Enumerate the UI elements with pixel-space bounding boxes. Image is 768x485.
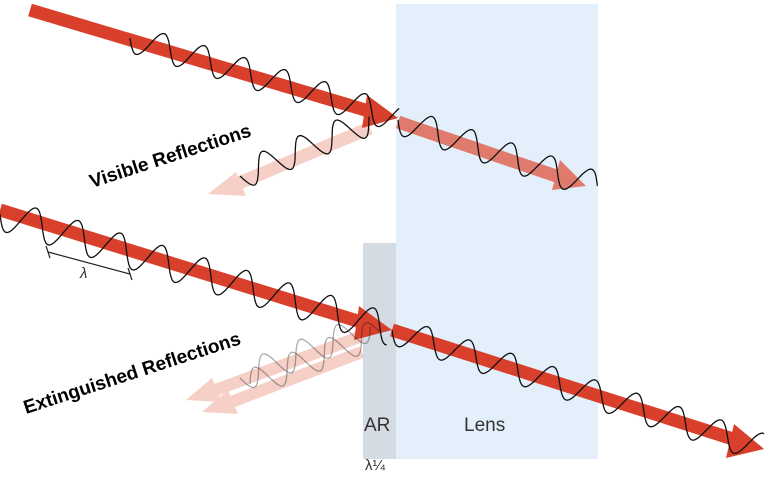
wave-group xyxy=(0,32,765,455)
wavelength-marker: λ xyxy=(45,245,133,282)
extinguished-incident-beam xyxy=(0,203,392,340)
ar-coating xyxy=(363,243,396,459)
visible-reflected-beam xyxy=(208,122,373,196)
visible-transmitted-wave xyxy=(397,115,599,191)
lens-label: Lens xyxy=(464,415,505,436)
visible-reflected-wave xyxy=(239,116,370,186)
wavelength-label: λ xyxy=(79,265,87,282)
quarter-wave-label: λ¼ xyxy=(365,457,386,474)
extinguished-reflected-beams xyxy=(186,330,365,414)
visible-incident-wave xyxy=(129,32,400,128)
visible-incident-beam xyxy=(28,3,398,128)
extinguished-incident-wave xyxy=(0,207,387,346)
extinguished-reflected-wave-1 xyxy=(239,323,371,389)
extinguished-transmitted-beam xyxy=(390,323,764,458)
extinguished-reflected-wave-2 xyxy=(249,321,381,387)
ar-label: AR xyxy=(364,415,390,436)
extinguished-transmitted-wave xyxy=(391,325,765,455)
